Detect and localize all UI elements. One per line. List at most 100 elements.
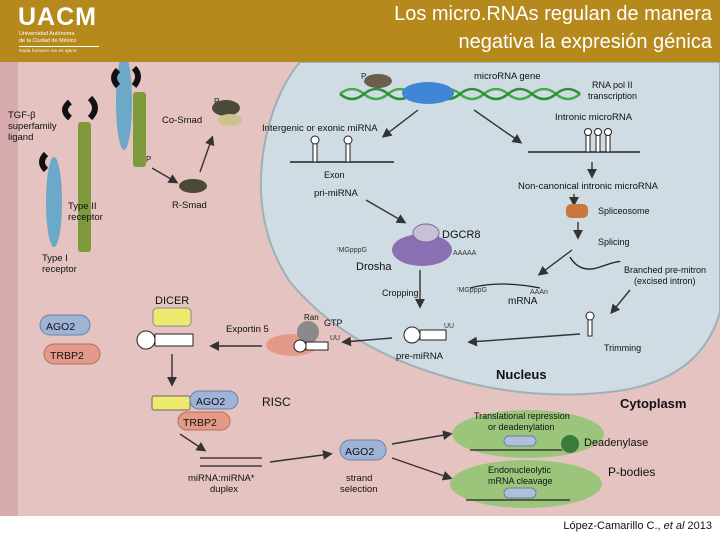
mgppg-label: ⁷MGpppG [336, 247, 367, 254]
pre-mirna-hairpin [403, 326, 447, 344]
cleavage-ago [503, 487, 537, 499]
dna-helix [339, 87, 581, 101]
arrow-risc-to-duplex [179, 433, 207, 452]
arrow-pre-to-exportin [341, 336, 393, 347]
trimming-label: Trimming [604, 343, 641, 353]
branched-label-1: Branched pre-mitron [624, 265, 706, 275]
splicing-label: Splicing [598, 237, 630, 247]
exported-hairpin [293, 339, 329, 353]
tgf-label-2: superfamily [8, 121, 57, 132]
dgcr8-label: DGCR8 [442, 229, 481, 241]
duplex-label-2: duplex [210, 484, 238, 495]
arrow-gene-to-intergenic [381, 109, 419, 138]
logo-university-line2: de la Ciudad de México [19, 38, 77, 44]
duplex-label-1: miRNA:miRNA* [188, 473, 255, 484]
deadenylase-label: Deadenylase [584, 437, 648, 449]
drosha-complex [392, 234, 452, 266]
pre-mirna-label: pre-miRNA [396, 351, 444, 362]
nucleus-region [259, 62, 720, 396]
translational-ago [503, 435, 537, 447]
mrna-strand [469, 283, 541, 289]
spliceosome-label: Spliceosome [598, 206, 650, 216]
ago2-label-upper: AGO2 [46, 321, 75, 333]
microrna-gene-label: microRNA gene [474, 71, 541, 82]
transl-label-1: Translational repression [474, 411, 570, 421]
cosmad-partner [218, 114, 242, 126]
branched-intron-loop [569, 256, 621, 270]
intronic-label: Intronic microRNA [555, 112, 633, 123]
endo-label-1: Endonucleolytic [488, 465, 552, 475]
branched-label-2: (excised intron) [634, 276, 696, 286]
mgppg2-label: ⁷MGpppG [456, 287, 487, 294]
rsmad-label: R-Smad [172, 200, 207, 211]
mirna-duplex-icon [200, 457, 262, 467]
mirna-pathway-diagram: P microRNA gene RNA pol II transcription… [0, 62, 720, 516]
arrow-primirna-to-drosha [365, 199, 407, 224]
rsmad-shape [179, 179, 207, 193]
arrow-receptor-to-rsmad [151, 167, 179, 184]
aaaaa-label: AAAAA [453, 250, 477, 257]
tgf-ligand-icon [39, 65, 141, 173]
gtp-label: GTP [324, 318, 343, 328]
transl-label-2: or deadenylation [488, 422, 555, 432]
pri-mirna-hairpins [290, 135, 394, 163]
dicer-hairpin [136, 330, 194, 350]
trbp2-label-upper: TRBP2 [50, 350, 84, 362]
tgf-label-1: TGF-β [8, 110, 36, 121]
strand-label-2: selection [340, 484, 378, 495]
deadenylase-icon [561, 435, 579, 453]
citation-year: 2013 [684, 520, 712, 532]
dicer-label: DICER [155, 295, 189, 307]
cosmad-label: Co-Smad [162, 115, 202, 126]
cytoplasm-label: Cytoplasm [620, 396, 686, 411]
uu-label-2: UU [330, 335, 340, 342]
microrna-gene-blob [402, 82, 454, 104]
logo-tagline: Nada humano me es ajeno [19, 49, 77, 54]
pri-mirna-label: pri-miRNA [314, 188, 358, 199]
trbp2-box-upper [43, 343, 101, 365]
arrow-trimming-to-pre [467, 333, 581, 347]
nucleus-label: Nucleus [496, 367, 547, 382]
citation-etal: et al [663, 520, 685, 532]
arrow-rsmad-to-cosmad [199, 135, 215, 173]
citation: López-Camarillo C., et al 2013 [563, 520, 712, 532]
ago2-box-upper [39, 314, 91, 336]
receptor-phospho-label: P [146, 155, 151, 164]
risc-label: RISC [262, 395, 291, 409]
spliceosome-icon [566, 204, 588, 218]
header-bar: UACM Universidad Autónoma de la Ciudad d… [0, 0, 720, 62]
intergenic-label: Intergenic or exonic miRNA [262, 123, 378, 134]
uacm-logo: UACM [18, 3, 97, 31]
type2-label-1: Type II [68, 201, 97, 212]
slide-title-line2: negativa la expresión génica [458, 31, 712, 53]
type1-label-1: Type I [42, 253, 68, 264]
uu-label-1: UU [444, 323, 454, 330]
arrow-branched-to-trimming [610, 289, 631, 315]
pbodies-label: P-bodies [608, 465, 655, 479]
type1-label-2: receptor [42, 264, 77, 275]
rna-pol-label-1: RNA pol II [592, 80, 633, 90]
type2-receptor [78, 92, 146, 252]
noncanonical-label: Non-canonical intronic microRNA [518, 181, 659, 192]
cell-outer-band [0, 62, 18, 516]
citation-authors: López-Camarillo C., [563, 520, 664, 532]
ran-gtp-complex [297, 321, 319, 343]
strand-label-1: strand [346, 473, 372, 484]
pbody-cleavage [450, 460, 602, 508]
aaan-label: AAAn [530, 289, 548, 296]
cosmad-phospho-label: P [214, 97, 219, 106]
ago2-label-risc: AGO2 [196, 396, 225, 408]
arrow-ago-to-translational [391, 430, 453, 445]
logo-university-line1: Universidad Autónoma [19, 31, 75, 37]
arrow-duplex-to-ago [269, 450, 333, 463]
endo-label-2: mRNA cleavage [488, 476, 553, 486]
rna-pol-marker [364, 74, 392, 88]
drosha-label: Drosha [356, 261, 392, 273]
type2-label-2: receptor [68, 212, 103, 223]
slide-title-line1: Los micro.RNAs regulan de manera [394, 3, 712, 25]
tgf-label-3: ligand [8, 132, 33, 143]
cosmad-shape [212, 100, 240, 116]
intronic-hairpins [528, 128, 640, 153]
trbp2-box-risc [177, 411, 231, 431]
